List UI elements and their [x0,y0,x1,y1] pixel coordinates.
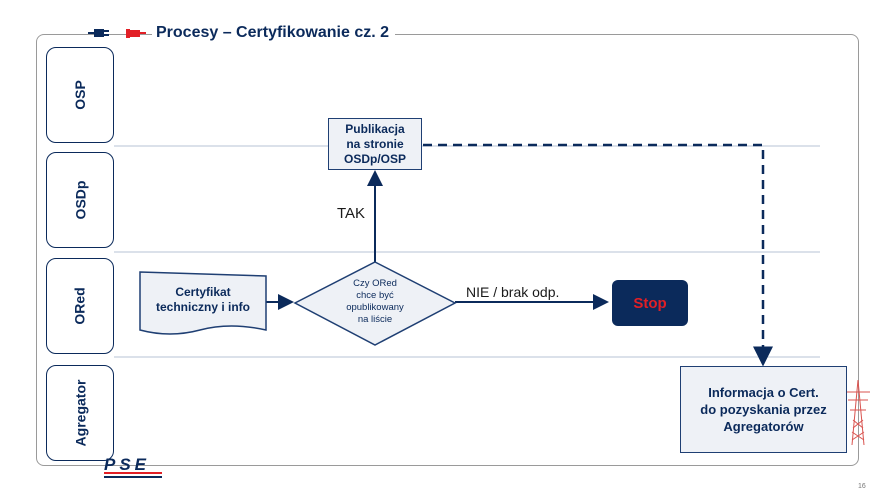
lane-label-agregator: Agregator [46,365,114,461]
lane-label-osdp: OSDp [46,152,114,248]
edge-label-no: NIE / brak odp. [466,284,560,300]
certificate-label: Certyfikat techniczny i info [155,285,250,314]
lane-label-text: ORed [72,287,88,325]
pse-logo: PSE [104,455,151,474]
lane-label-ored: ORed [46,258,114,354]
logo-bar [104,472,162,474]
title-container: Procesy – Certyfikowanie cz. 2 [152,20,395,46]
lane-label-osp: OSP [46,47,114,143]
power-pylon-icon [846,379,870,446]
socket-icon [126,29,146,38]
logo-bar [104,476,162,478]
info-box: Informacja o Cert. do pozyskania przez A… [680,366,847,453]
edge-label-yes: TAK [337,205,366,222]
arrow-publication-to-info [423,143,773,367]
lane-label-text: OSDp [71,180,88,220]
page-number: 16 [858,483,866,490]
stop-node: Stop [612,280,688,326]
slide-frame [36,34,859,466]
certificate-shape [139,271,267,335]
plug-icon [88,29,109,37]
page-title: Procesy – Certyfikowanie cz. 2 [156,24,389,41]
decision-label: Czy ORed chce być opublikowany na liście [346,278,404,325]
publication-box: Publikacja na stronie OSDp/OSP [328,118,422,170]
lane-label-text: Agregator [72,379,88,447]
lane-label-text: OSP [71,80,88,110]
decision-diamond [293,261,457,346]
